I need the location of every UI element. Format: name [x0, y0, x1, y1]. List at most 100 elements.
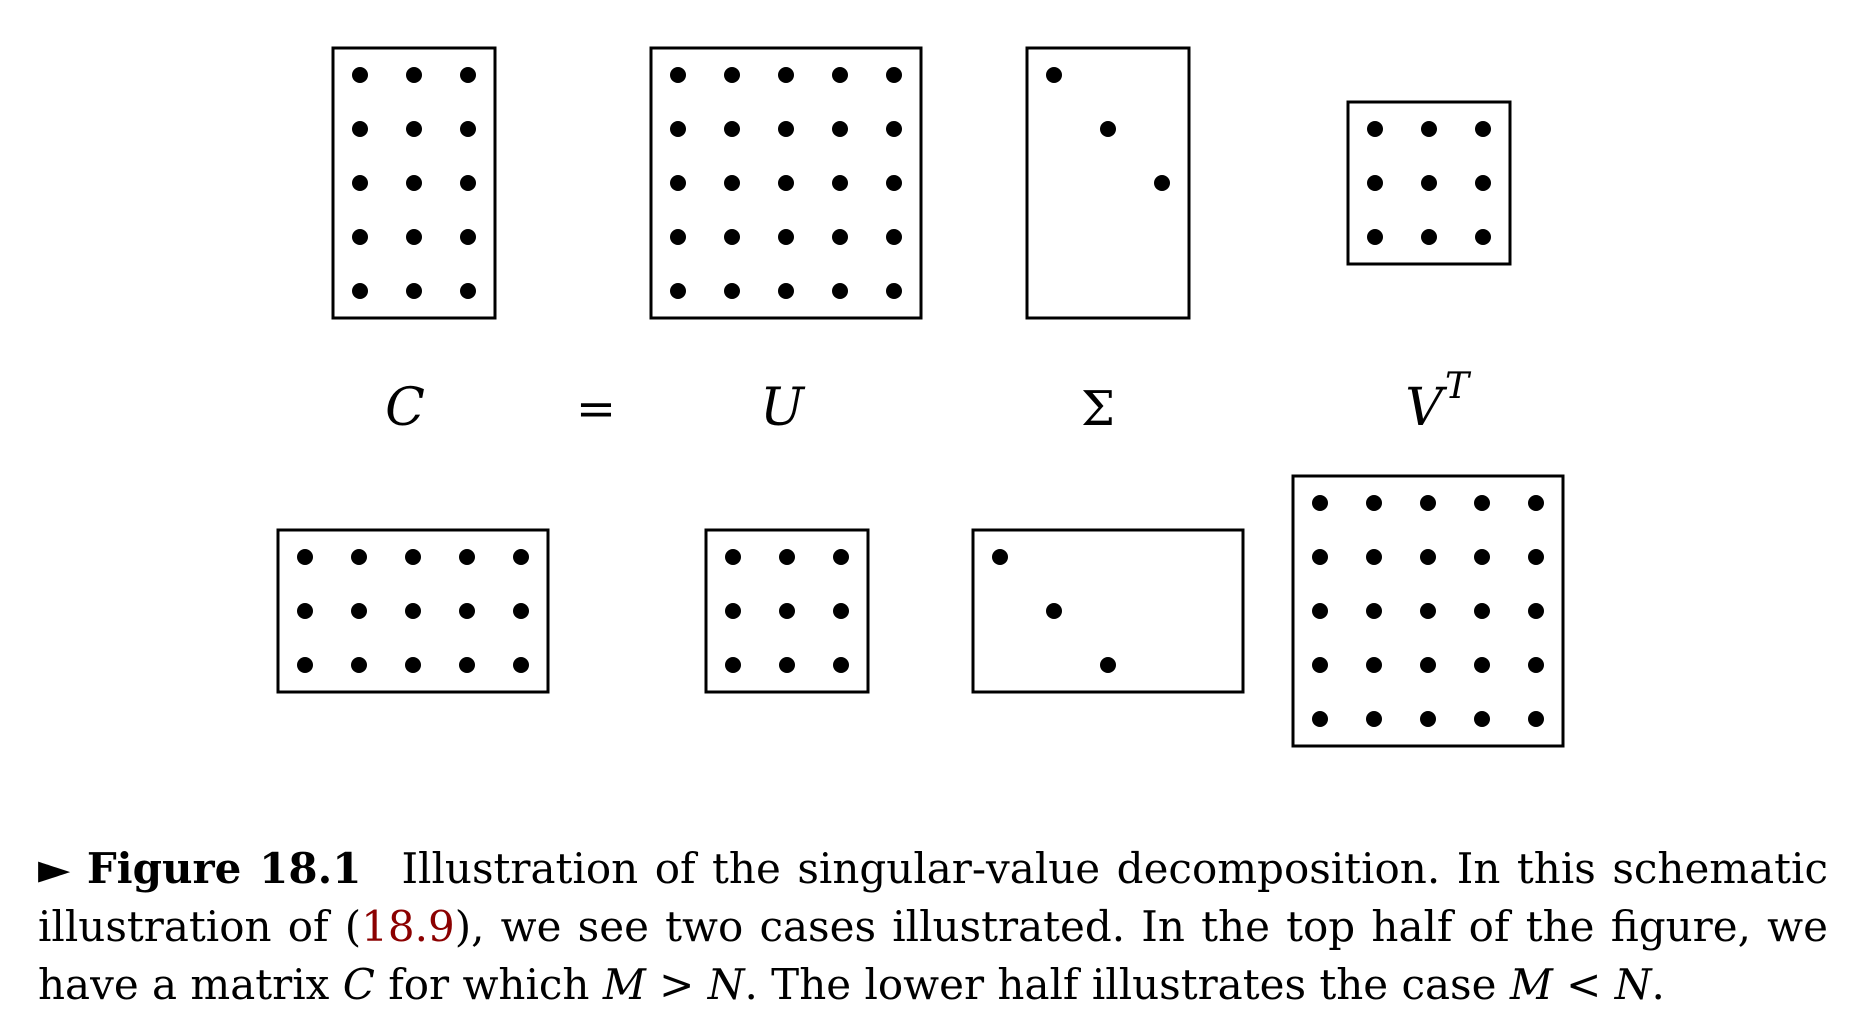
- label-c: C: [385, 378, 425, 438]
- matrix-entry-dot: [460, 121, 476, 137]
- matrix-entry-dot: [513, 549, 529, 565]
- matrix-entry-dot: [1366, 711, 1382, 727]
- matrix-sigma-top: [1025, 46, 1191, 320]
- matrix-entry-dot: [352, 67, 368, 83]
- matrix-entry-dot: [1367, 229, 1383, 245]
- matrix-entry-dot: [670, 175, 686, 191]
- matrix-entry-dot: [670, 283, 686, 299]
- matrix-entry-dot: [1475, 121, 1491, 137]
- matrix-entry-dot: [1420, 549, 1436, 565]
- matrix-entry-dot: [886, 283, 902, 299]
- matrix-entry-dot: [886, 229, 902, 245]
- matrix-entry-dot: [1366, 603, 1382, 619]
- matrix-entry-dot: [724, 283, 740, 299]
- matrix-entry-dot: [778, 121, 794, 137]
- matrix-entry-dot: [1100, 121, 1116, 137]
- matrix-entry-dot: [459, 603, 475, 619]
- matrix-entry-dot: [1312, 549, 1328, 565]
- matrix-entry-dot: [1474, 495, 1490, 511]
- matrix-entry-dot: [1474, 711, 1490, 727]
- label-sigma: Σ: [1081, 381, 1115, 437]
- matrix-frame: [1291, 474, 1565, 748]
- matrix-entry-dot: [405, 657, 421, 673]
- matrix-entry-dot: [1100, 657, 1116, 673]
- matrix-entry-dot: [513, 603, 529, 619]
- matrix-entry-dot: [778, 229, 794, 245]
- matrix-entry-dot: [406, 229, 422, 245]
- matrix-entry-dot: [724, 121, 740, 137]
- matrix-entry-dot: [1475, 175, 1491, 191]
- caption-inequality-1: M > N: [602, 960, 745, 1009]
- matrix-entry-dot: [1046, 67, 1062, 83]
- matrix-frame: [276, 528, 550, 694]
- matrix-entry-dot: [724, 175, 740, 191]
- caption-equation-ref[interactable]: 18.9: [361, 902, 455, 951]
- matrix-entry-dot: [352, 175, 368, 191]
- matrix-entry-dot: [1528, 603, 1544, 619]
- matrix-entry-dot: [1312, 603, 1328, 619]
- matrix-entry-dot: [832, 121, 848, 137]
- matrix-entry-dot: [1474, 603, 1490, 619]
- matrix-entry-dot: [460, 67, 476, 83]
- matrix-entry-dot: [406, 175, 422, 191]
- caption-text-3: for which: [374, 960, 603, 1009]
- matrix-entry-dot: [725, 549, 741, 565]
- matrix-entry-dot: [832, 283, 848, 299]
- matrix-entry-dot: [406, 67, 422, 83]
- matrix-entry-dot: [1528, 711, 1544, 727]
- matrix-entry-dot: [460, 283, 476, 299]
- matrix-entry-dot: [1528, 495, 1544, 511]
- caption-inequality-2: M < N: [1509, 960, 1652, 1009]
- matrix-entry-dot: [1312, 495, 1328, 511]
- matrix-entry-dot: [670, 229, 686, 245]
- matrix-entry-dot: [833, 603, 849, 619]
- matrix-sigma-bottom: [971, 528, 1245, 694]
- matrix-entry-dot: [725, 657, 741, 673]
- matrix-c-bottom: [276, 528, 550, 694]
- matrix-entry-dot: [724, 229, 740, 245]
- matrix-entry-dot: [886, 175, 902, 191]
- matrix-entry-dot: [1312, 657, 1328, 673]
- matrix-entry-dot: [352, 229, 368, 245]
- matrix-c-top: [331, 46, 497, 320]
- matrix-entry-dot: [778, 175, 794, 191]
- matrix-entry-dot: [725, 603, 741, 619]
- matrix-entry-dot: [886, 67, 902, 83]
- matrix-frame: [1025, 46, 1191, 320]
- caption-figure-label: Figure 18.1: [86, 844, 362, 893]
- matrix-entry-dot: [670, 121, 686, 137]
- label-v: V: [1405, 378, 1447, 438]
- caption-text-4: . The lower half illustrates the case: [744, 960, 1510, 1009]
- matrix-entry-dot: [1421, 121, 1437, 137]
- matrix-frame: [1346, 100, 1512, 266]
- caption-var-c: C: [342, 960, 375, 1009]
- matrix-entry-dot: [297, 549, 313, 565]
- matrix-entry-dot: [670, 67, 686, 83]
- caption-text-1: Illustration of the singular-value decom…: [38, 844, 1829, 951]
- matrix-entry-dot: [406, 121, 422, 137]
- matrix-entry-dot: [1366, 657, 1382, 673]
- caption-text-2: ), we see two cases illustrated. In the …: [38, 902, 1828, 1009]
- matrix-entry-dot: [833, 549, 849, 565]
- matrix-entry-dot: [1046, 603, 1062, 619]
- label-equals: =: [576, 381, 616, 437]
- matrix-frame: [649, 46, 923, 320]
- matrix-entry-dot: [1420, 495, 1436, 511]
- matrix-entry-dot: [832, 175, 848, 191]
- matrix-entry-dot: [1366, 549, 1382, 565]
- matrix-entry-dot: [460, 175, 476, 191]
- matrix-entry-dot: [833, 657, 849, 673]
- matrix-entry-dot: [778, 283, 794, 299]
- matrix-entry-dot: [832, 67, 848, 83]
- matrix-entry-dot: [1312, 711, 1328, 727]
- matrix-entry-dot: [1528, 549, 1544, 565]
- matrix-entry-dot: [405, 603, 421, 619]
- matrix-entry-dot: [1475, 229, 1491, 245]
- matrix-entry-dot: [779, 549, 795, 565]
- matrix-frame: [704, 528, 870, 694]
- matrix-entry-dot: [1420, 657, 1436, 673]
- matrix-entry-dot: [459, 657, 475, 673]
- matrix-vt-top: [1346, 100, 1512, 266]
- matrix-u-top: [649, 46, 923, 320]
